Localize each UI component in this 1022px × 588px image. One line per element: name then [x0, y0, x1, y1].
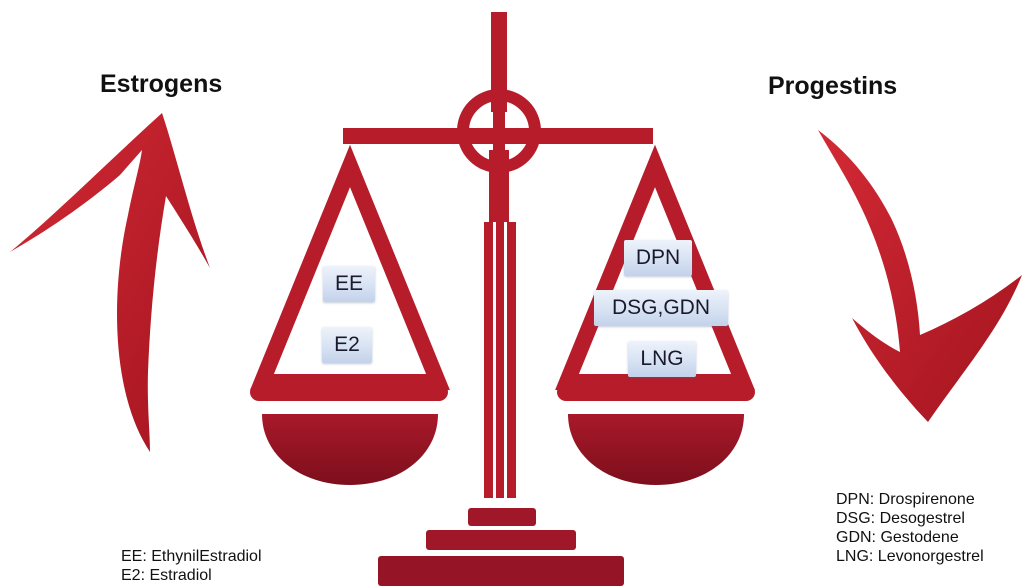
legend-item: DSG: Desogestrel	[836, 510, 965, 527]
legend-item: EE: EthynilEstradiol	[121, 548, 262, 565]
legend-item: E2: Estradiol	[121, 567, 212, 584]
up-arrow-icon	[10, 113, 210, 452]
down-arrow-icon	[818, 130, 1022, 422]
progestins-legend: DPN: Drospirenone DSG: Desogestrel GDN: …	[836, 490, 984, 566]
legend-item: LNG: Levonorgestrel	[836, 548, 984, 565]
right-pan-label-dsg-gdn: DSG,GDN	[594, 290, 728, 326]
right-pan	[555, 144, 755, 485]
right-pan-label-lng: LNG	[628, 341, 696, 377]
left-pan	[250, 144, 450, 485]
legend-item: GDN: Gestodene	[836, 529, 959, 546]
scale-stand	[378, 12, 624, 586]
estrogens-heading: Estrogens	[100, 70, 223, 98]
scale-beam	[343, 89, 653, 173]
legend-item: DPN: Drospirenone	[836, 491, 975, 508]
estrogens-legend: EE: EthynilEstradiol E2: Estradiol	[121, 547, 262, 585]
right-pan-label-dpn: DPN	[624, 240, 692, 276]
progestins-heading: Progestins	[768, 72, 898, 100]
left-pan-label-ee: EE	[323, 266, 375, 302]
left-pan-label-e2: E2	[322, 327, 372, 363]
